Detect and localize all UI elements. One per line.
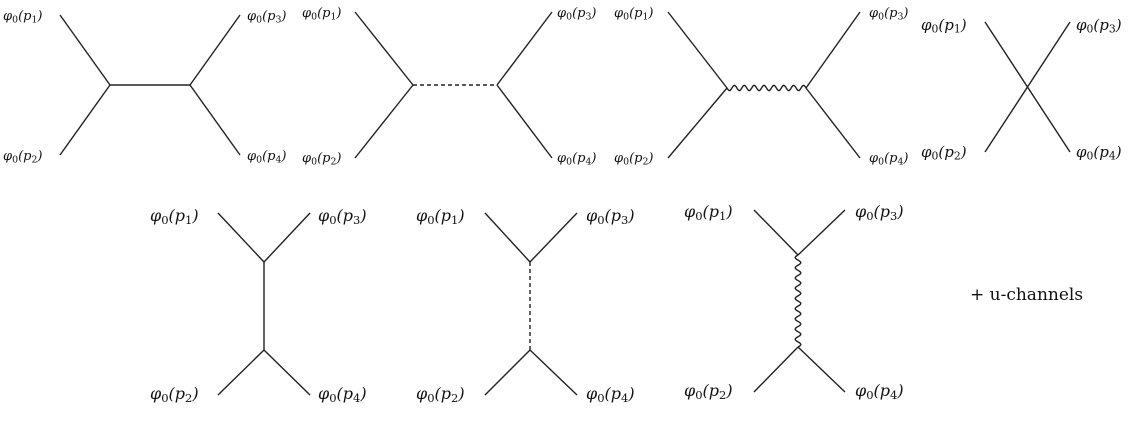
leg-p1 [59, 14, 111, 86]
leg-p3 [189, 14, 241, 86]
label-p1: φ0(p1) [150, 206, 199, 227]
label-p2: φ0(p2) [302, 151, 342, 168]
propagator-wavy [794, 254, 802, 348]
label-p4: φ0(p4) [318, 384, 367, 405]
label-p1: φ0(p1) [416, 206, 465, 227]
label-p1: φ0(p1) [921, 16, 967, 36]
label-p2: φ0(p2) [150, 384, 199, 405]
label-p3: φ0(p3) [247, 9, 287, 26]
label-p2: φ0(p2) [416, 384, 465, 405]
label-p3: φ0(p3) [855, 202, 904, 223]
label-p1: φ0(p1) [614, 6, 654, 23]
label-p2: φ0(p2) [3, 149, 43, 166]
leg-p3 [529, 212, 578, 263]
line-p2-p3 [984, 21, 1071, 153]
leg-p2 [59, 84, 111, 156]
leg-p2 [354, 84, 414, 159]
label-p2: φ0(p2) [684, 381, 733, 402]
contact-vertex-diagram [984, 21, 1071, 153]
label-p2: φ0(p2) [614, 151, 654, 168]
leg-p1 [217, 212, 265, 263]
label-p4: φ0(p4) [247, 149, 287, 166]
leg-p1 [753, 209, 799, 256]
label-p3: φ0(p3) [869, 6, 909, 23]
leg-p3 [797, 209, 846, 256]
s-channel-wavy-diagram [667, 11, 861, 159]
leg-p3 [805, 11, 861, 89]
leg-p4 [805, 87, 861, 159]
s-channel-dashed-diagram [354, 11, 553, 159]
leg-p2 [753, 346, 799, 393]
leg-p1 [354, 11, 414, 86]
t-channel-solid-diagram [217, 212, 311, 396]
label-p1: φ0(p1) [3, 9, 43, 26]
t-channel-wavy-diagram [753, 209, 846, 393]
leg-p2 [217, 349, 265, 396]
label-p3: φ0(p3) [586, 206, 635, 227]
leg-p3 [263, 212, 311, 263]
label-p2: φ0(p2) [921, 143, 967, 163]
s-channel-solid-diagram [59, 14, 241, 156]
leg-p4 [496, 84, 553, 159]
label-p4: φ0(p4) [586, 384, 635, 405]
label-p3: φ0(p3) [557, 6, 597, 23]
leg-p1 [667, 11, 728, 89]
label-p4: φ0(p4) [869, 151, 909, 168]
t-channel-dashed-diagram [484, 212, 578, 396]
label-p3: φ0(p3) [318, 206, 367, 227]
leg-p2 [484, 349, 531, 396]
leg-p4 [263, 349, 311, 396]
label-p4: φ0(p4) [855, 381, 904, 402]
leg-p4 [529, 349, 578, 396]
label-p1: φ0(p1) [684, 202, 733, 223]
leg-p3 [496, 11, 553, 86]
label-p1: φ0(p1) [302, 6, 342, 23]
propagator-wavy [726, 84, 807, 92]
u-channels-note: + u-channels [970, 285, 1084, 305]
label-p3: φ0(p3) [1076, 16, 1122, 36]
leg-p4 [797, 346, 846, 393]
leg-p1 [484, 212, 531, 263]
leg-p4 [189, 84, 241, 156]
label-p4: φ0(p4) [557, 151, 597, 168]
leg-p2 [667, 87, 728, 159]
label-p4: φ0(p4) [1076, 143, 1122, 163]
